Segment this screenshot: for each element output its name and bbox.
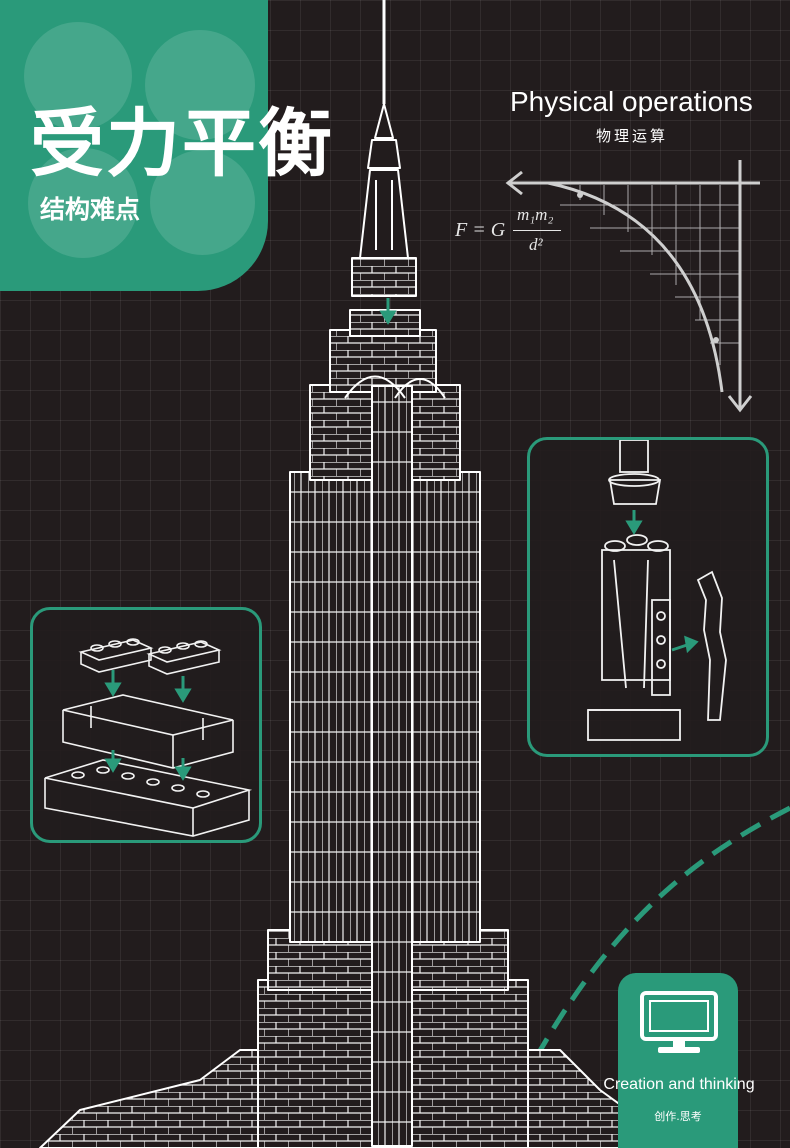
formula-numerator: m₁m₂ [517, 205, 554, 224]
badge-label: Creation and thinking [603, 1076, 755, 1093]
monitor-icon [640, 991, 718, 1053]
detail-panel-base [30, 607, 262, 843]
creation-badge: Creation and thinking 创作.思考 [603, 973, 755, 1148]
arrow-left-icon [505, 170, 523, 196]
arrow-down-icon [727, 395, 753, 413]
badge-sublabel: 创作.思考 [654, 1110, 702, 1123]
decor-bubble [28, 148, 138, 258]
page-title: 受力平衡 [30, 101, 334, 187]
header-panel: 结构难点 [0, 0, 268, 291]
detail-panel-spire [527, 437, 769, 757]
formula-denominator: d² [529, 235, 543, 254]
physics-subtitle: 物理运算 [596, 127, 669, 145]
spire-assembly-diagram [587, 440, 727, 741]
fraction-bar [513, 230, 561, 231]
page-subtitle: 结构难点 [40, 195, 141, 224]
formula-lhs: F = G [455, 219, 506, 241]
decor-bubble [24, 22, 132, 130]
brick-assembly-diagram [44, 638, 253, 837]
curve-line [547, 181, 724, 393]
physics-title: Physical operations [510, 86, 753, 117]
gravity-formula: F = G m₁m₂ d² [455, 205, 565, 260]
decor-bubble [150, 150, 255, 255]
decor-bubble [145, 30, 255, 140]
